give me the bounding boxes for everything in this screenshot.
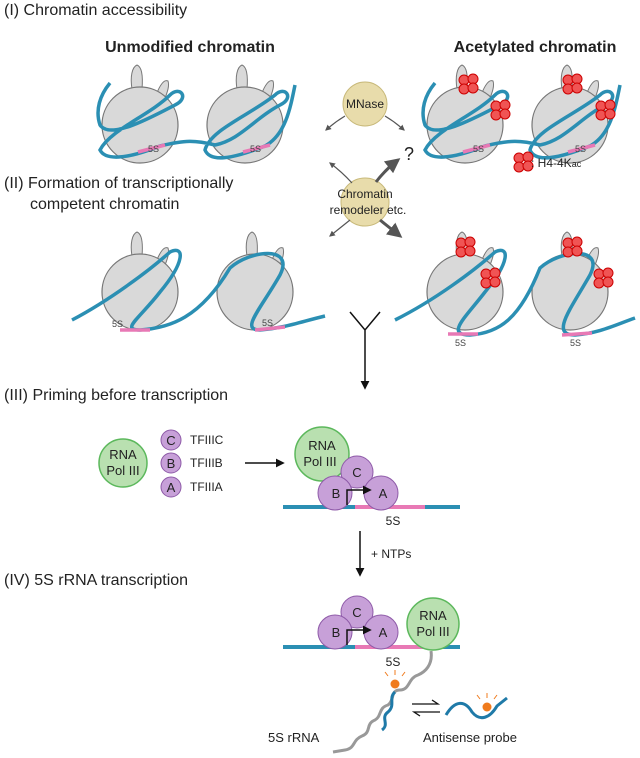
tss-arrow-icon [346, 485, 372, 505]
tf-legend: C TFIIIC B TFIIIB A TFIIIA [160, 429, 224, 498]
acetylated-header: Acetylated chromatin [454, 39, 617, 56]
svg-text:B: B [167, 456, 176, 471]
acetylation-legend: : H4-4Kac [513, 151, 582, 173]
svg-text:B: B [332, 625, 341, 640]
gene-label-5s: 5S [455, 338, 466, 348]
legend-subscript: ac [572, 159, 582, 169]
section-3-title: (III) Priming before transcription [4, 387, 228, 404]
probe-fluorophore-icon [390, 679, 400, 689]
svg-text:RNA: RNA [419, 608, 447, 623]
mnase-label: MNase [346, 97, 384, 111]
row1-acetylated-chromatin: 5S 5S [421, 64, 622, 164]
rna-pol-iii-free: RNA Pol III [98, 438, 148, 488]
acetyl-mark-icon [458, 73, 479, 95]
row2-acetylated-chromatin: 5S 5S [394, 231, 636, 348]
gene-label-5s: 5S [262, 318, 273, 328]
svg-text:RNA: RNA [109, 447, 137, 462]
nascent-rrna: 5S rRNA [268, 650, 433, 754]
probe-fluorophore-icon [482, 702, 492, 712]
svg-text:A: A [379, 625, 388, 640]
preinitiation-complex: RNA Pol III C B A 5S [283, 426, 460, 528]
svg-text:C: C [166, 433, 175, 448]
unmodified-header: Unmodified chromatin [105, 39, 275, 56]
svg-text:: H4-4Kac: : H4-4Kac [531, 156, 582, 170]
chromatin-remodeler: Chromatin remodeler etc. ? [329, 144, 414, 238]
elongation-complex: C B A RNA Pol III 5S [283, 595, 460, 669]
section-1-title: (I) Chromatin accessibility [4, 2, 187, 19]
equilibrium-arrows [411, 699, 441, 717]
svg-text:B: B [332, 486, 341, 501]
svg-text:A: A [379, 486, 388, 501]
svg-text:TFIIIA: TFIIIA [190, 480, 223, 494]
svg-text:C: C [352, 605, 361, 620]
legend-label: : H4-4K [531, 156, 572, 170]
svg-text:TFIIIC: TFIIIC [190, 433, 224, 447]
question-mark: ? [404, 144, 414, 164]
svg-text:5S: 5S [386, 655, 401, 669]
svg-text:Pol III: Pol III [416, 624, 449, 639]
tss-arrow-icon [346, 625, 372, 645]
svg-text:C: C [352, 465, 361, 480]
svg-text:RNA: RNA [308, 438, 336, 453]
remodeler-label-line1: Chromatin [337, 187, 392, 201]
gene-label-5s: 5S [575, 144, 586, 154]
section-2-title-line1: (II) Formation of transcriptionally [4, 175, 233, 192]
mnase-enzyme: MNase [325, 81, 405, 131]
gene-label-5s: 5S [148, 144, 159, 154]
probe-label: Antisense probe [423, 730, 517, 745]
svg-text:Pol III: Pol III [303, 454, 336, 469]
ntps-label: + NTPs [371, 547, 411, 561]
svg-text:TFIIIB: TFIIIB [190, 456, 223, 470]
svg-text:Pol III: Pol III [106, 463, 139, 478]
section-4-title: (IV) 5S rRNA transcription [4, 572, 188, 589]
rrna-label: 5S rRNA [268, 730, 320, 745]
section-2-title-line2: competent chromatin [30, 196, 179, 213]
row1-unmodified-chromatin: 5S 5S [96, 64, 297, 164]
gene-label-5s: 5S [250, 144, 261, 154]
gene-label-5s: 5S [570, 338, 581, 348]
merge-arrow [349, 311, 381, 388]
remodeler-label-line2: remodeler etc. [330, 203, 407, 217]
gene-label-5s: 5S [112, 319, 123, 329]
row2-unmodified-chromatin: 5S 5S [71, 231, 326, 332]
svg-text:5S: 5S [386, 514, 401, 528]
antisense-probe: Antisense probe [423, 693, 517, 745]
gene-label-5s: 5S [473, 144, 484, 154]
svg-text:A: A [167, 480, 176, 495]
